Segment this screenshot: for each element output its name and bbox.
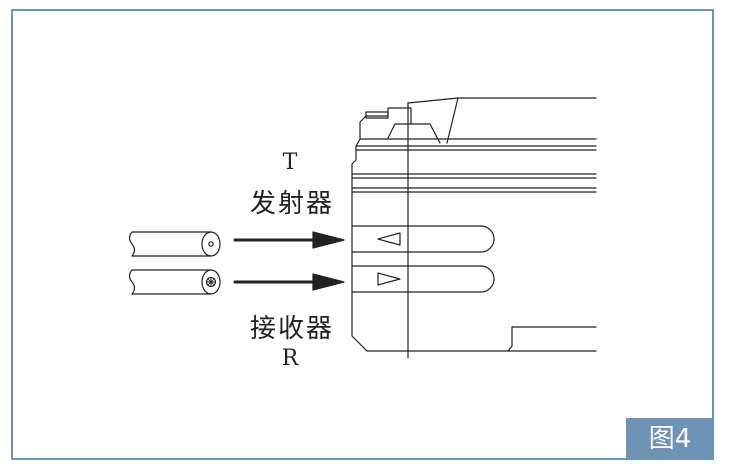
amplifier-body (351, 97, 597, 359)
transmitter-arrow (233, 231, 345, 249)
figure-frame (11, 9, 714, 460)
figure-number-badge: 图4 (626, 418, 714, 460)
transmitter-code-label: T (282, 150, 298, 175)
transmitter-label: 发射器 (249, 189, 334, 219)
receiver-fiber-cable (128, 269, 221, 295)
receiver-label: 接收器 (249, 314, 334, 344)
receiver-code-label: R (281, 346, 299, 371)
receiver-arrow (233, 273, 345, 291)
transmitter-fiber-cable (128, 231, 221, 257)
